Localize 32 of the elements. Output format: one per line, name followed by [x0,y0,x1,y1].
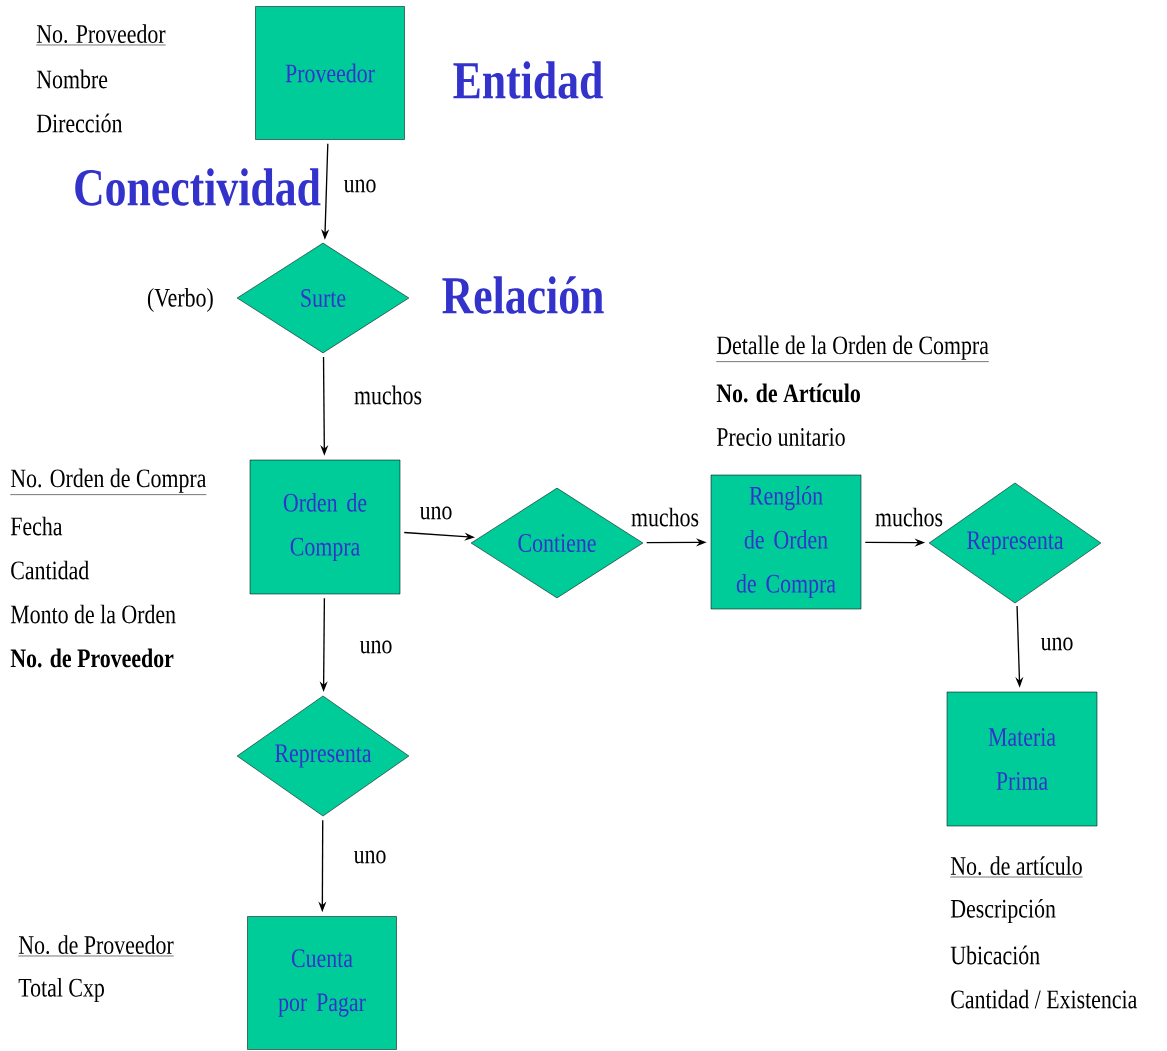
attribute-heading: No. Orden de Compra [10,468,207,495]
attribute-heading: Detalle de la Orden de Compra [716,335,990,362]
attribute-text: Dirección [36,113,123,133]
entity-box: Proveedor [255,6,405,140]
attribute-text: Fecha [10,516,63,536]
attribute-text: Descripción [950,898,1056,924]
entity-box: Cuenta por Pagar [247,916,397,1050]
entity-box: Materia Prima [946,691,1098,827]
attribute-text: Monto de la Orden [10,604,176,624]
concept-label: Entidad [453,61,603,99]
attribute-text: No. de Proveedor [10,648,174,668]
entity-box: Renglón de Orden de Compra [710,474,862,610]
concept-label: Conectividad [75,168,321,206]
edge-label: uno [353,850,386,864]
edge-label: uno [1040,637,1073,651]
attribute-heading: No. de artículo [950,856,1083,878]
attribute-text: Cantidad / Existencia [951,989,1138,1009]
entity-box: Orden de Compra [249,459,401,595]
attribute-text: Precio unitario [716,428,845,446]
attribute-text: Nombre [36,69,108,89]
edge-label: uno [343,179,376,193]
edge-label: muchos [354,385,422,405]
attribute-text: No. de Artículo [716,383,860,403]
verb-note: (Verbo) [147,287,213,313]
edge-label: uno [419,506,452,520]
attribute-heading: No. Proveedor [36,24,166,46]
edge-label: uno [359,640,392,654]
attribute-text: Total Cxp [18,977,104,1003]
concept-label: Relación [442,276,604,314]
attribute-text: Cantidad [11,560,89,580]
attribute-text: Ubicación [950,945,1040,965]
attribute-heading: No. de Proveedor [18,935,174,957]
